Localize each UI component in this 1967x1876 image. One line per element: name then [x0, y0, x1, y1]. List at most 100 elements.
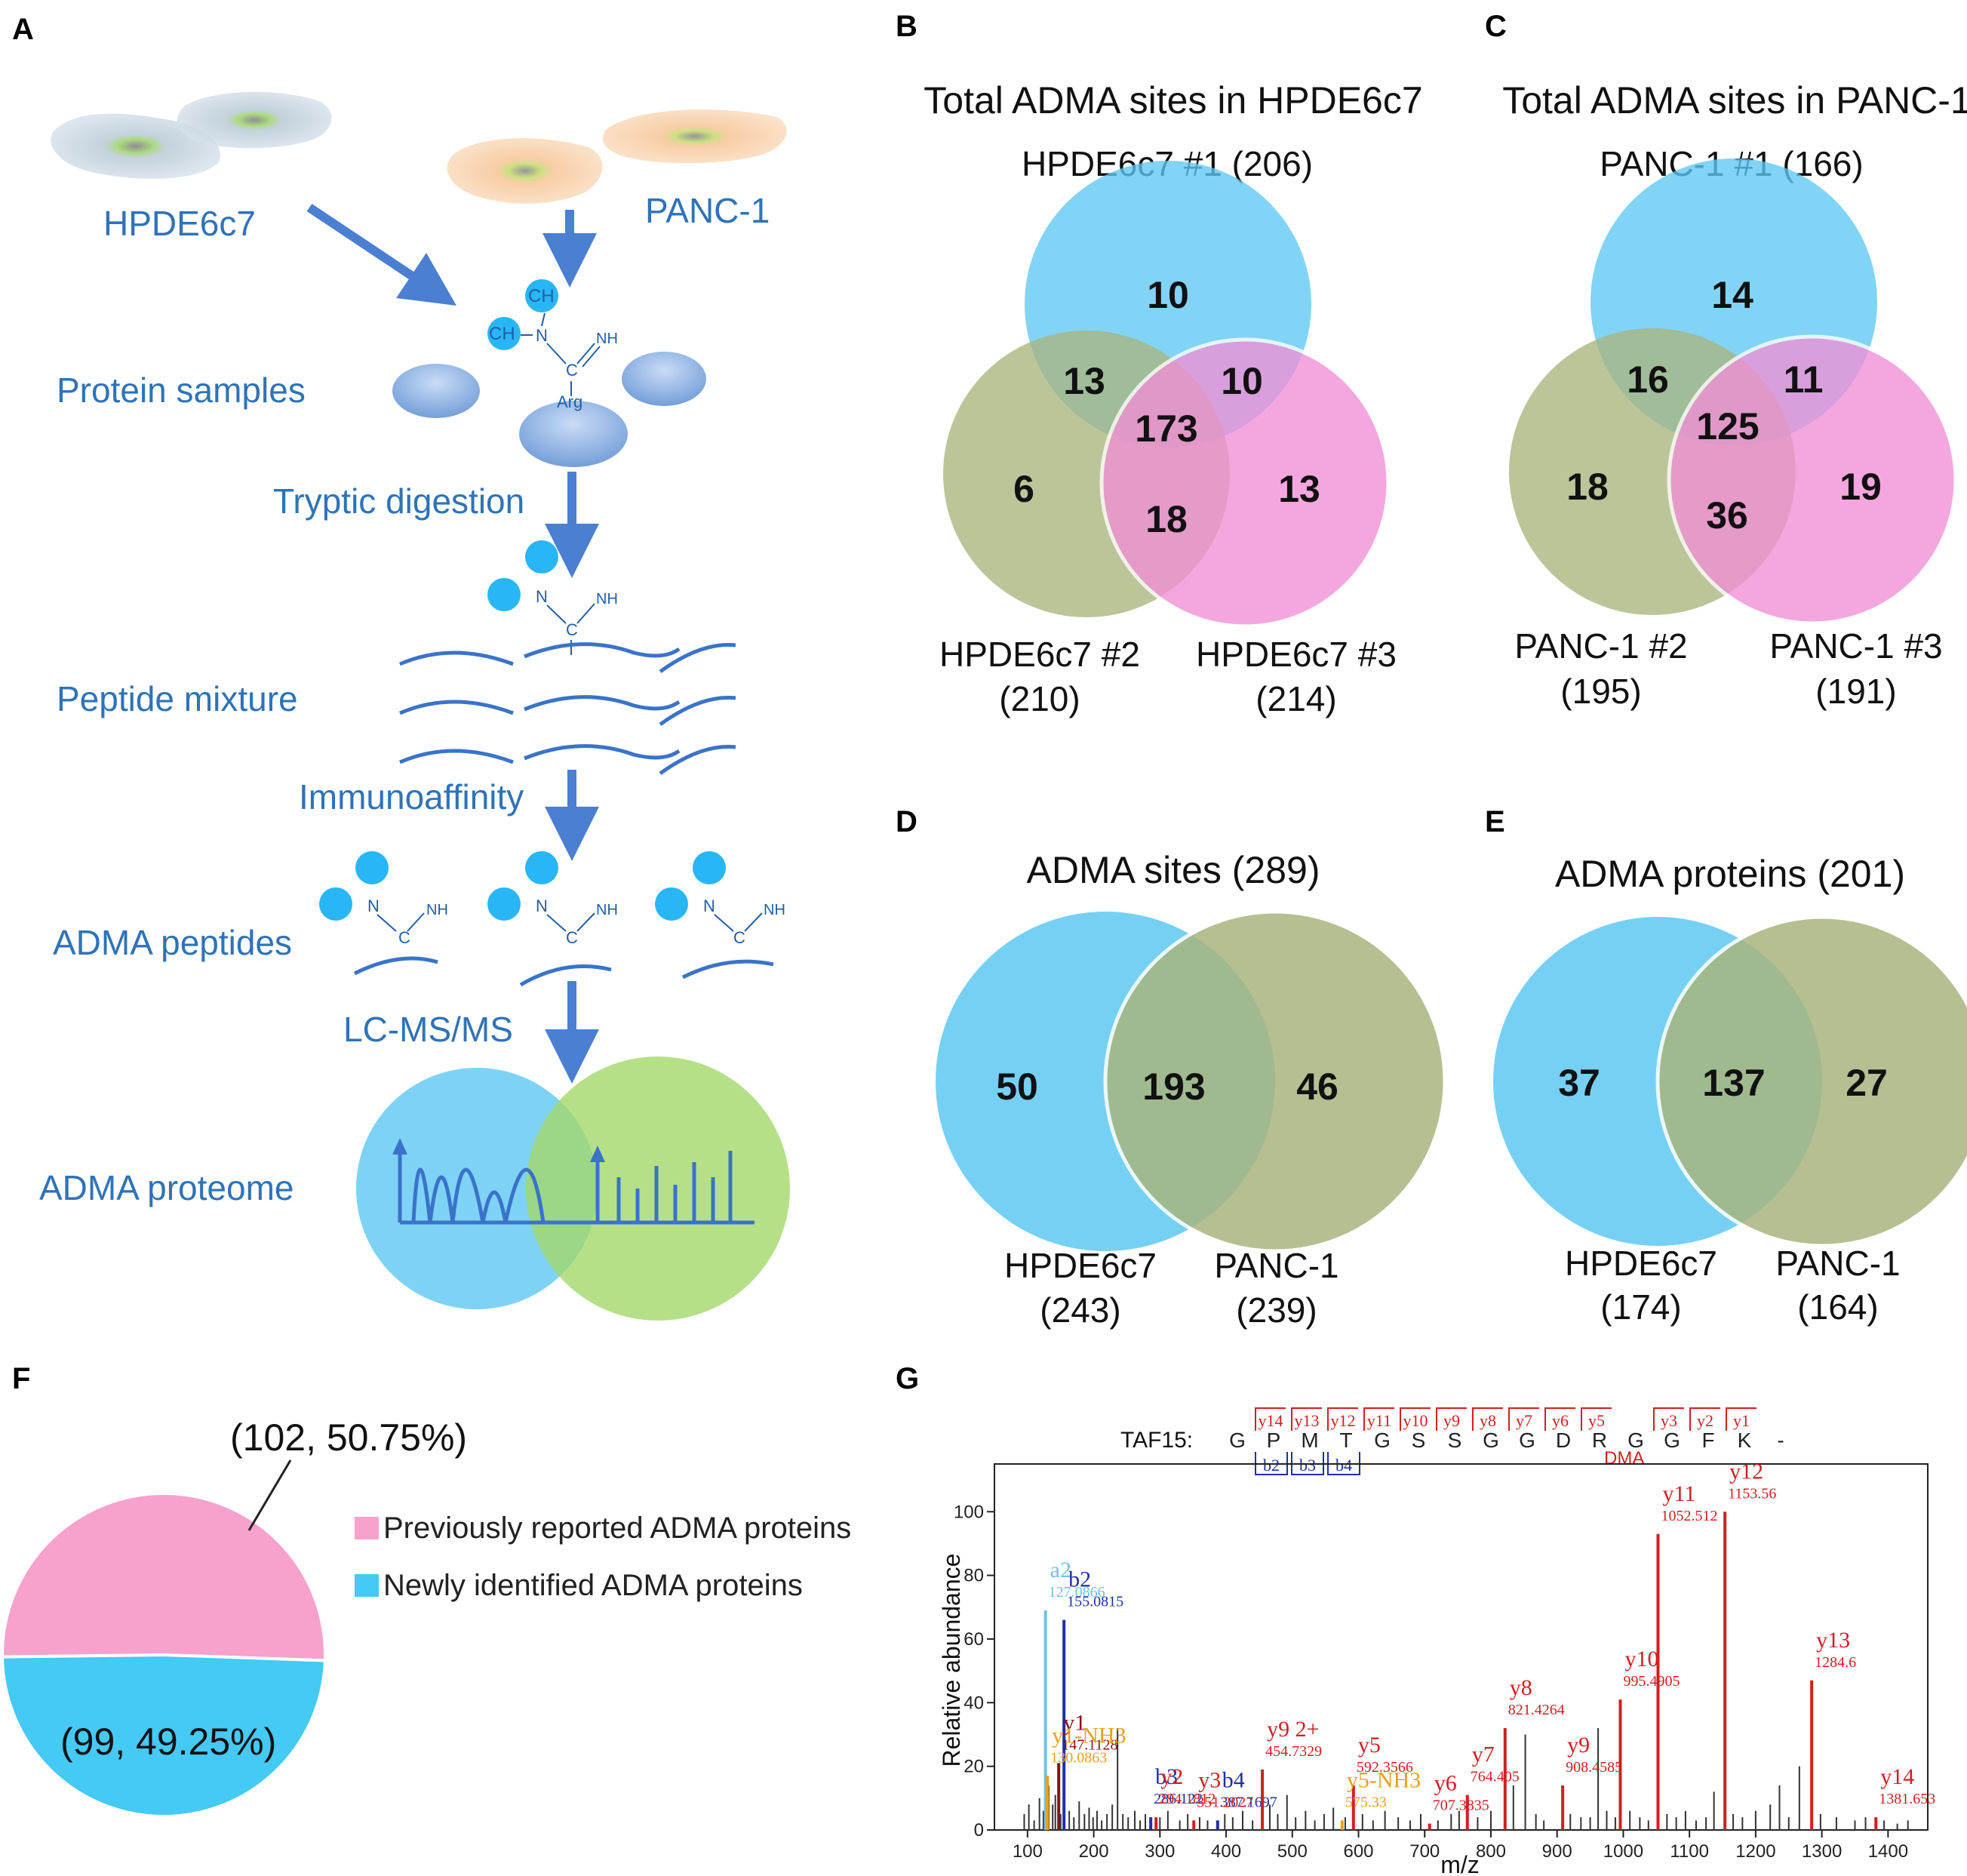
pie-callout-line: [247, 1459, 292, 1531]
venn-b-set3-count: (214): [1255, 679, 1336, 718]
panel-f: F (102, 50.75%) (99, 49.25%) Previously …: [0, 1362, 851, 1818]
peak-ion-label: b3: [1155, 1764, 1178, 1789]
venn-c-set3-label: PANC-1 #3: [1769, 626, 1942, 666]
peptide-protein-name: TAF15:: [1120, 1428, 1193, 1453]
peptide-residue: S: [1448, 1429, 1462, 1452]
venn-d-title: ADMA sites (289): [1026, 849, 1320, 891]
b-ion-label: b2: [1263, 1456, 1280, 1475]
protein-disc-left: [392, 364, 480, 418]
peak-ion-label: y5-NH3: [1347, 1767, 1421, 1792]
x-axis-label: m/z: [1440, 1851, 1480, 1876]
peak-ion-label: y9 2+: [1267, 1717, 1319, 1742]
venn-b-only2: 6: [1013, 468, 1034, 510]
panel-label-a: A: [12, 13, 34, 46]
peak-ion-label: y14: [1880, 1764, 1914, 1789]
x-tick-label: 900: [1542, 1841, 1572, 1862]
step-adma-proteome: ADMA proteome: [39, 1168, 294, 1207]
y-tick-label: 80: [964, 1566, 984, 1586]
protein-disc-right: [622, 352, 706, 406]
svg-text:N: N: [536, 587, 548, 606]
x-tick-label: 200: [1079, 1841, 1109, 1862]
venn-d-circle-right: [1103, 909, 1447, 1253]
peak-mz-label: 908.4585: [1566, 1759, 1622, 1776]
y-ion-label: y12: [1331, 1411, 1356, 1430]
panel-a: A HPDE6c7 PANC-1 CH CH N C NH: [12, 13, 790, 1321]
cell-hpde6c7-image: [51, 91, 332, 179]
svg-text:N: N: [367, 896, 380, 915]
y-ion-bracket: [1255, 1407, 1286, 1431]
y-ion-bracket: [1363, 1407, 1394, 1431]
peak-ion-label: y3: [1198, 1767, 1221, 1792]
peak-ion-label: y5: [1358, 1733, 1381, 1758]
y-ion-label: y3: [1661, 1411, 1677, 1430]
y-ion-bracket: [1472, 1407, 1503, 1431]
step-protein-samples: Protein samples: [57, 371, 306, 410]
panel-label-c: C: [1485, 10, 1507, 43]
peak-mz-label: 155.0815: [1067, 1594, 1123, 1610]
pie-value-label-newly-identified: (99, 49.25%): [60, 1721, 276, 1763]
venn-c-only3: 19: [1839, 466, 1882, 508]
svg-text:NH: NH: [596, 331, 618, 347]
y-ion-label: y6: [1552, 1411, 1569, 1430]
venn-d-right-label: PANC-1: [1214, 1246, 1338, 1285]
venn-e-right-label: PANC-1: [1775, 1244, 1900, 1283]
peptide-residue: P: [1267, 1429, 1281, 1452]
cell-label-panc1: PANC-1: [645, 191, 770, 230]
peptide-residue: G: [1627, 1429, 1644, 1452]
x-tick-label: 600: [1343, 1841, 1373, 1862]
b-ion-label: b3: [1299, 1456, 1316, 1475]
peptide-residue: K: [1738, 1429, 1752, 1452]
proteome-venn: [356, 1056, 790, 1321]
peak-ion-label: y10: [1624, 1647, 1658, 1671]
peak-mz-label: 286.122: [1154, 1791, 1203, 1807]
venn-c-set2-count: (195): [1560, 672, 1641, 711]
x-tick-label: 1400: [1868, 1841, 1908, 1862]
peptide-residue: R: [1592, 1429, 1607, 1452]
venn-b-circle-3: [1099, 337, 1391, 629]
venn-e-circle-right: [1655, 915, 1967, 1248]
peak-mz-label: 127.0866: [1049, 1584, 1105, 1601]
peak-ion-label: y6: [1434, 1771, 1457, 1796]
venn-c-only2: 18: [1566, 466, 1609, 508]
peak-ion-label: b4: [1222, 1767, 1245, 1792]
venn-d-right-count: (239): [1236, 1290, 1317, 1330]
venn-b-r12: 13: [1063, 360, 1105, 402]
venn-d-right-only: 46: [1296, 1066, 1338, 1108]
peak-ion-label: y11: [1663, 1481, 1696, 1506]
y-ion-bracket: [1291, 1407, 1322, 1431]
svg-text:NH: NH: [764, 902, 785, 918]
dma-modification-label: DMA: [1604, 1448, 1644, 1469]
arrow-hpde6c7: [306, 204, 456, 306]
x-tick-label: 800: [1476, 1841, 1506, 1862]
peak-ion-label: a2: [1050, 1558, 1071, 1582]
peptide-residue: -: [1777, 1429, 1784, 1452]
legend-label-newly-identified: Newly identified ADMA proteins: [383, 1569, 803, 1602]
peptide-wave-lines: [399, 642, 736, 776]
x-tick-label: 1200: [1735, 1841, 1775, 1862]
peak-mz-label: 1052.512: [1661, 1508, 1718, 1524]
venn-c-r23: 36: [1706, 494, 1748, 537]
venn-b-title: Total ADMA sites in HPDE6c7: [924, 79, 1422, 121]
venn-d-left-label: HPDE6c7: [1004, 1246, 1157, 1285]
panel-label-f: F: [12, 1362, 30, 1395]
y-tick-label: 60: [964, 1629, 984, 1650]
peak-mz-label: 130.0863: [1050, 1749, 1107, 1766]
cell-label-hpde6c7: HPDE6c7: [103, 204, 256, 243]
peak-ion-label: y13: [1816, 1628, 1850, 1653]
peak-mz-label: 707.3835: [1433, 1798, 1489, 1814]
peptide-residue: G: [1664, 1429, 1680, 1452]
cell-panc1-image: [447, 109, 787, 204]
venn-c-r12: 16: [1627, 358, 1669, 401]
peak-mz-label: 351.2027: [1197, 1794, 1253, 1810]
y-ion-bracket: [1436, 1407, 1467, 1431]
venn-b-only1: 10: [1147, 274, 1189, 316]
y-ion-bracket: [1544, 1407, 1575, 1431]
peak-ion-label: y9: [1567, 1733, 1590, 1758]
venn-b-set3-label: HPDE6c7 #3: [1196, 635, 1397, 674]
peak-mz-label: 294.1812: [1159, 1791, 1216, 1807]
peak-ion-label: y1-NH3: [1052, 1723, 1126, 1748]
